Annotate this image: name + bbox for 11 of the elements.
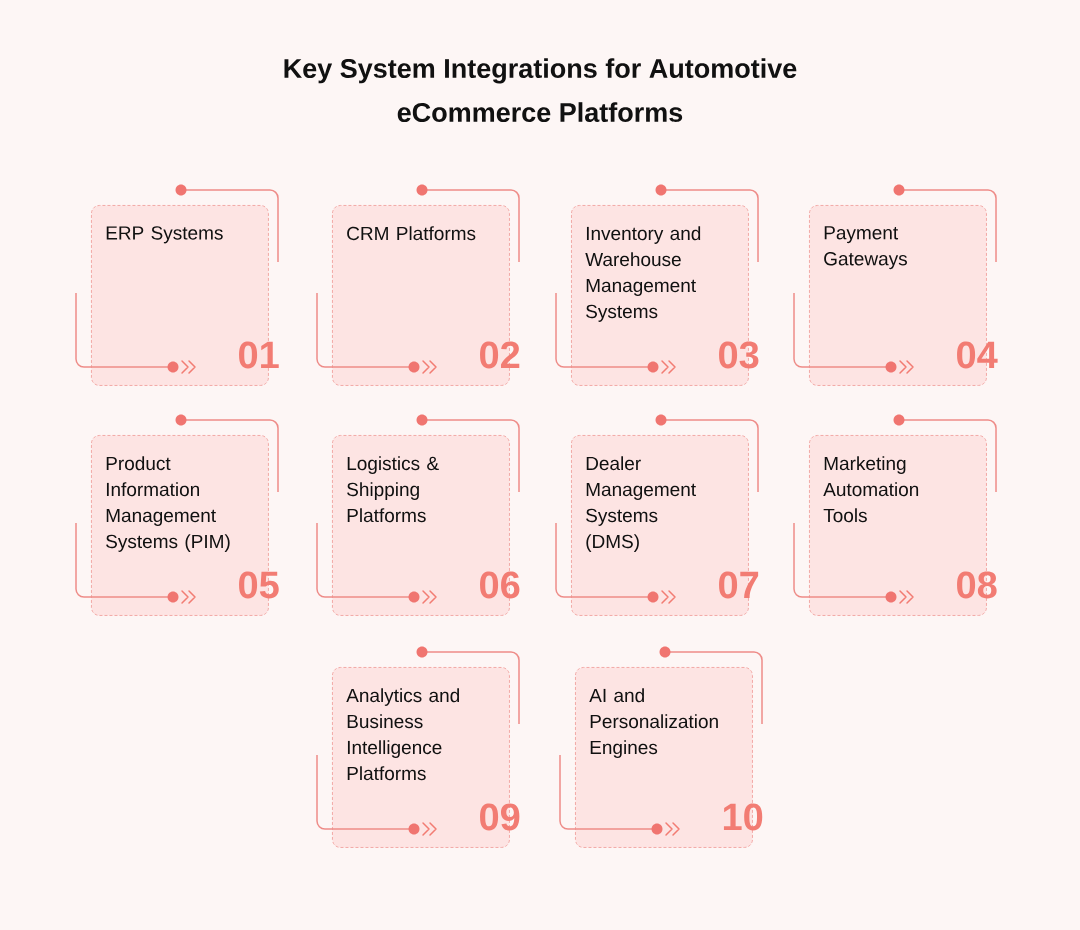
step-number: 05 bbox=[239, 571, 279, 599]
step-number: 06 bbox=[480, 571, 520, 599]
step-number: 02 bbox=[480, 341, 520, 369]
step-number: 04 bbox=[957, 341, 998, 369]
step-number: 10 bbox=[723, 803, 763, 831]
step-number: 03 bbox=[719, 341, 759, 369]
step-number: 08 bbox=[957, 571, 997, 599]
step-number: 07 bbox=[719, 571, 759, 599]
step-number: 01 bbox=[239, 341, 279, 369]
step-number: 09 bbox=[480, 803, 520, 831]
title: Key System Integrations for Automotive eCommerce Platforms bbox=[284, 58, 797, 123]
